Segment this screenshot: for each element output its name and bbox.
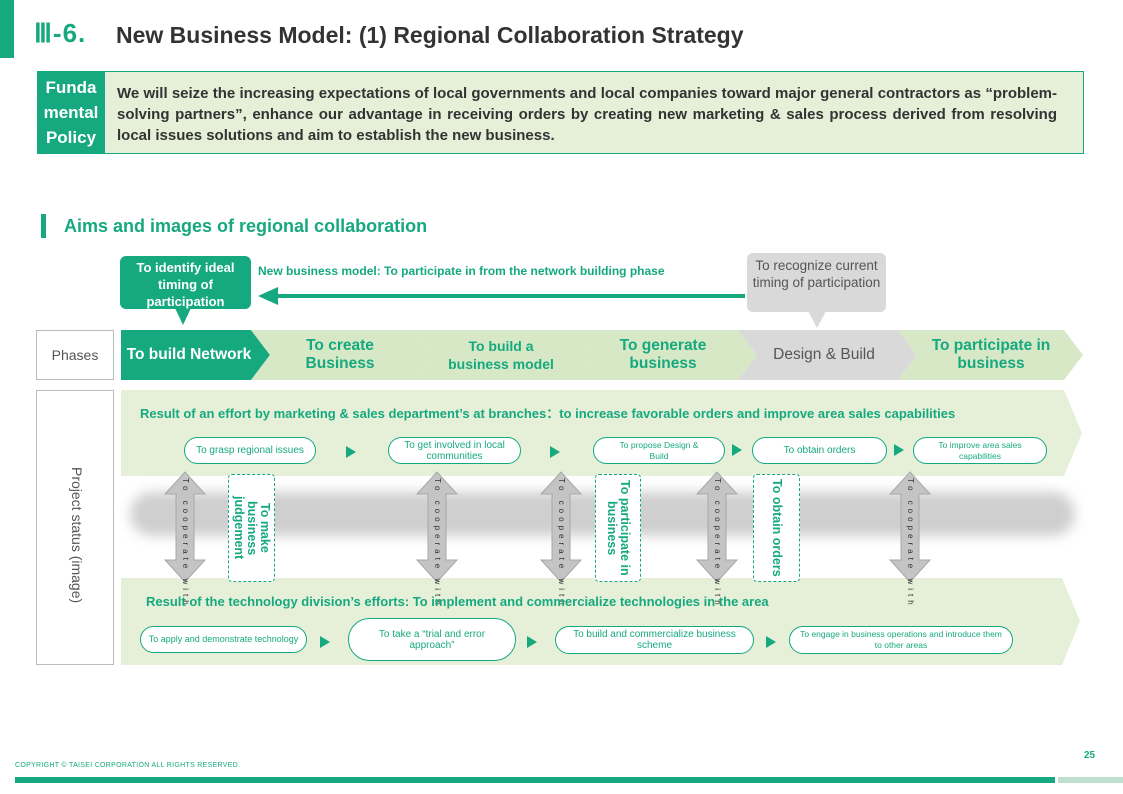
cooperate-arrow-4: [695, 471, 739, 583]
phase-chevron-6: [898, 330, 1083, 380]
new-model-arrowhead: [258, 287, 278, 305]
phase-label-5: Design & Build: [773, 346, 875, 363]
technology-step-1: To apply and demonstrate technology: [140, 626, 307, 653]
marketing-step-2: To get involved in local communities: [388, 437, 521, 464]
outcome-obtain-orders: To obtain orders: [753, 474, 800, 582]
marketing-arrow-3: [732, 444, 742, 456]
marketing-arrow-4: [894, 444, 904, 456]
phase-label-4: To generate business: [619, 337, 707, 372]
section-accent-bar: [41, 214, 46, 238]
marketing-step-3: To propose Design & Build: [593, 437, 725, 464]
section-number: Ⅲ-6.: [34, 18, 87, 48]
page-number: 25: [1084, 750, 1096, 761]
project-status-box: [36, 390, 114, 665]
phase-label-1: To build Network: [126, 346, 252, 363]
phase-chevron-2: [251, 330, 433, 380]
footer-bar: [15, 777, 1055, 783]
footer-bar-light: [1058, 777, 1123, 783]
section-title: Aims and images of regional collaboratio…: [64, 216, 428, 236]
page-title: New Business Model: (1) Regional Collabo…: [116, 22, 744, 48]
outcome-business-judgement: To make business judgement: [228, 474, 275, 582]
marketing-step-4: To obtain orders: [752, 437, 887, 464]
policy-text: We will seize the increasing expectation…: [117, 85, 1057, 144]
policy-label: Funda mental Policy: [37, 71, 105, 154]
phase-label-3: To build a business model: [448, 338, 554, 372]
cooperate-arrow-2: [415, 471, 459, 583]
cooperate-label-2: To cooperate with: [433, 478, 442, 609]
copyright-text: COPYRIGHT © TAISEI CORPORATION ALL RIGHT…: [15, 762, 241, 769]
technology-step-2: To take a “trial and error approach”: [348, 618, 516, 661]
ideal-timing-callout: To identify ideal timing of participatio…: [120, 256, 251, 309]
technology-title: Result of the technology division’s effo…: [146, 594, 769, 609]
cooperate-label-5: To cooperate with: [906, 478, 915, 609]
marketing-title: Result of an effort by marketing & sales…: [140, 406, 956, 421]
technology-step-3: To build and commercialize business sche…: [555, 626, 754, 654]
technology-arrow-2: [527, 636, 537, 648]
marketing-step-1: To grasp regional issues: [184, 437, 316, 464]
marketing-arrow-1: [346, 446, 356, 458]
callout-pointer-green: [175, 308, 191, 325]
cooperate-label-1: To cooperate with: [181, 478, 190, 609]
phase-chevron-5: [738, 330, 917, 380]
policy-box: [37, 71, 1084, 154]
phases-label: Phases: [36, 330, 114, 380]
cooperate-arrow-5: [888, 471, 932, 583]
phase-label-6: To participate in business: [931, 337, 1051, 372]
title-accent-bar: [0, 0, 14, 58]
marketing-step-5: To improve area sales capabilities: [913, 437, 1047, 464]
callout-pointer-gray: [808, 311, 826, 328]
project-status-label: Project status (image): [69, 466, 85, 604]
outcome-participate-business: To participate in business: [595, 474, 641, 582]
technology-arrow-3: [766, 636, 776, 648]
cooperate-label-4: To cooperate with: [713, 478, 722, 609]
current-timing-callout: To recognize current timing of participa…: [747, 253, 886, 312]
phase-chevron-4: [576, 330, 757, 380]
new-model-label: New business model: To participate in fr…: [258, 264, 665, 278]
phase-label-2: To create Business: [305, 337, 375, 372]
cooperate-label-3: To cooperate with: [557, 478, 566, 609]
phase-chevron-3: [414, 330, 595, 380]
phase-chevron-1: [121, 330, 270, 380]
technology-arrow-1: [320, 636, 330, 648]
cooperate-arrow-3: [539, 471, 583, 583]
cooperate-arrow-1: [163, 471, 207, 583]
technology-step-4: To engage in business operations and int…: [789, 626, 1013, 654]
marketing-arrow-2: [550, 446, 560, 458]
